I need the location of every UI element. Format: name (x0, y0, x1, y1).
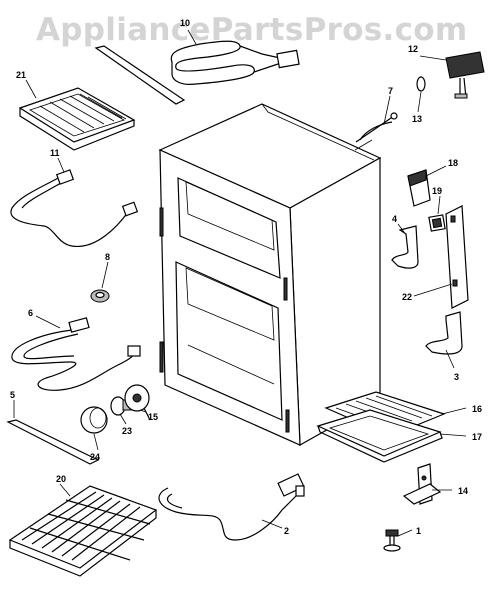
part-24-lamp-lens (80, 406, 108, 434)
part-12-sensor (445, 51, 485, 99)
part-8-grommet (90, 289, 110, 303)
callout-20: 20 (56, 474, 66, 484)
part-3-bracket (425, 311, 463, 355)
part-2-broil-element-lower (158, 473, 305, 541)
callout-2: 2 (284, 526, 289, 536)
callout-16: 16 (472, 404, 482, 414)
callout-6: 6 (28, 308, 33, 318)
callout-21: 21 (16, 70, 26, 80)
part-19-clip (428, 214, 446, 232)
part-13-ring (416, 76, 426, 92)
part-7-hinge-pin (355, 112, 398, 143)
callout-14: 14 (458, 486, 468, 496)
part-1-leveling-leg (383, 529, 401, 552)
callout-3: 3 (454, 372, 459, 382)
part-18-bracket (407, 169, 431, 207)
callout-5: 5 (10, 390, 15, 400)
callouts: 10 21 11 8 6 5 15 23 24 20 2 7 12 13 18 … (10, 18, 482, 536)
callout-24: 24 (90, 452, 100, 462)
callout-13: 13 (412, 114, 422, 124)
callout-15: 15 (148, 412, 158, 422)
part-4-bracket (391, 225, 419, 269)
callout-22: 22 (402, 292, 412, 302)
callout-12: 12 (408, 44, 418, 54)
leader-lines (13, 29, 467, 537)
part-22-side-trim (445, 205, 469, 309)
callout-18: 18 (448, 158, 458, 168)
oven-cavity (158, 103, 382, 447)
part-20-lower-rack (8, 485, 158, 577)
part-6-bake-element-lower (11, 317, 141, 391)
callout-1: 1 (416, 526, 421, 536)
callout-19: 19 (432, 186, 442, 196)
callout-4: 4 (392, 214, 397, 224)
callout-10: 10 (180, 18, 190, 28)
callout-23: 23 (122, 426, 132, 436)
part-17-broiler-pan (316, 409, 443, 463)
callout-8: 8 (105, 252, 110, 262)
part-15-lamp-socket (124, 384, 151, 421)
callout-17: 17 (472, 432, 482, 442)
part-21-upper-rack (18, 87, 136, 151)
part-5-rod (6, 419, 100, 465)
callout-11: 11 (50, 148, 60, 158)
rack-rod (94, 45, 186, 105)
part-10-broil-element (170, 40, 300, 85)
watermark: AppliancePartsPros.com (36, 12, 468, 48)
part-14-hinge-bracket (402, 463, 442, 505)
part-11-bake-element (10, 169, 139, 247)
callout-7: 7 (388, 86, 393, 96)
